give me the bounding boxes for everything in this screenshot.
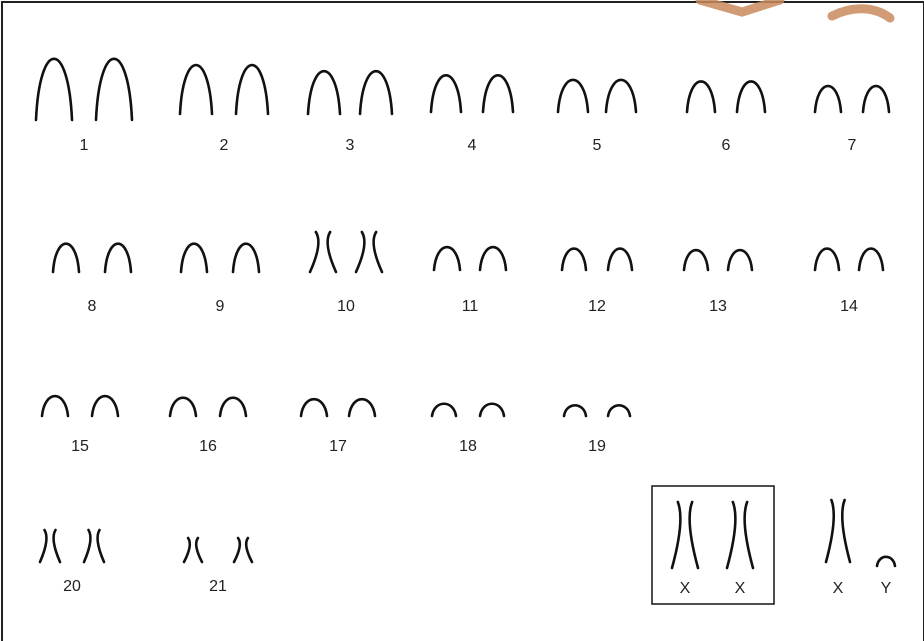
chromosome-20-a	[40, 530, 60, 562]
chromosome-2-a	[180, 65, 212, 114]
chromosome-4-a	[431, 75, 461, 112]
chromosome-label-16: 16	[199, 438, 217, 455]
chromosome-16-b	[220, 398, 246, 416]
chromosome-label-15: 15	[71, 438, 89, 455]
chromosome-11-a	[434, 247, 460, 270]
chromosome-label-21: 21	[209, 578, 227, 595]
chromosome-label-7: 7	[848, 137, 857, 154]
sex-label-x: X	[833, 580, 844, 597]
chromosome-12-b	[608, 249, 632, 270]
chromosome-16-a	[170, 398, 196, 416]
chromosome-9-b	[233, 244, 259, 272]
chromosome-7-a	[815, 86, 841, 112]
chromosome-10-a	[310, 232, 336, 272]
chromosome-18-b	[480, 404, 504, 416]
boxed-chromosome-x-1	[672, 502, 698, 568]
chromosome-5-a	[558, 80, 588, 112]
sex-chromosome-x	[826, 500, 850, 562]
chromosome-20-b	[84, 530, 104, 562]
chromosome-13-a	[684, 250, 708, 270]
chromosome-label-18: 18	[459, 438, 477, 455]
chromosome-15-b	[92, 396, 118, 416]
chromosome-18-a	[432, 404, 456, 416]
chromosome-2-b	[236, 65, 268, 114]
chromosome-label-2: 2	[220, 137, 229, 154]
chromosome-label-19: 19	[588, 438, 606, 455]
chromosome-label-12: 12	[588, 298, 606, 315]
chromosome-5-b	[606, 80, 636, 112]
sex-chromosome-y	[877, 557, 895, 566]
chromosome-label-17: 17	[329, 438, 347, 455]
chromosome-label-8: 8	[88, 298, 97, 315]
chromosome-label-10: 10	[337, 298, 355, 315]
chromosome-3-a	[308, 71, 340, 114]
chromosome-21-a	[184, 538, 202, 562]
chromosome-1-b	[96, 59, 132, 120]
chromosome-21-b	[234, 538, 252, 562]
chromosome-6-a	[687, 81, 715, 112]
chromosome-15-a	[42, 396, 68, 416]
chromosome-14-b	[859, 249, 883, 270]
chromosome-3-b	[360, 71, 392, 114]
boxed-sex-label-2: X	[735, 580, 746, 597]
chromosome-label-1: 1	[80, 137, 89, 154]
chromosome-13-b	[728, 250, 752, 270]
chromosome-label-6: 6	[722, 137, 731, 154]
chromosome-19-b	[608, 405, 630, 416]
boxed-sex-label-1: X	[680, 580, 691, 597]
chromosome-1-a	[36, 59, 72, 120]
chromosome-label-11: 11	[462, 298, 479, 315]
chromosome-12-a	[562, 249, 586, 270]
chromosome-17-a	[301, 399, 327, 416]
chromosome-14-a	[815, 249, 839, 270]
chromosome-4-b	[483, 75, 513, 112]
chromosome-label-9: 9	[216, 298, 225, 315]
chromosome-label-4: 4	[468, 137, 477, 154]
chromosome-19-a	[564, 405, 586, 416]
chromosome-10-b	[356, 232, 382, 272]
chromosome-17-b	[349, 399, 375, 416]
sex-chromosome-box	[652, 486, 774, 604]
sex-label-y: Y	[881, 580, 892, 597]
chromosome-8-b	[105, 244, 131, 272]
chromosome-11-b	[480, 247, 506, 270]
chromosome-label-5: 5	[593, 137, 602, 154]
chromosome-label-20: 20	[63, 578, 81, 595]
chromosome-label-14: 14	[840, 298, 858, 315]
chromosome-7-b	[863, 86, 889, 112]
chromosome-label-13: 13	[709, 298, 727, 315]
chromosome-8-a	[53, 244, 79, 272]
chromosome-9-a	[181, 244, 207, 272]
boxed-chromosome-x-2	[727, 502, 753, 568]
chromosome-label-3: 3	[346, 137, 355, 154]
chromosome-6-b	[737, 81, 765, 112]
